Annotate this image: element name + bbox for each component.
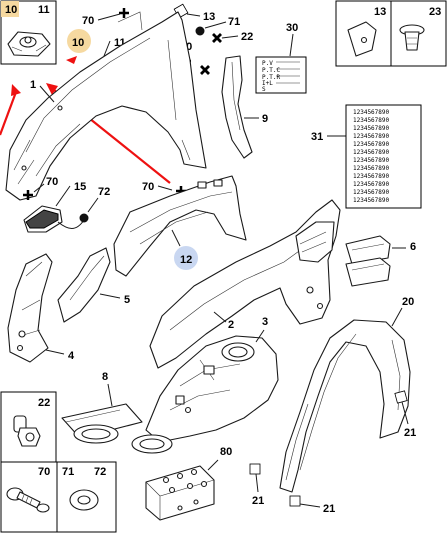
callout-10-highlight: 10 [66,29,91,64]
svg-text:1234567890: 1234567890 [353,109,390,116]
svg-text:3: 3 [262,316,268,328]
part-15-bracket: 70 15 72 [23,176,110,233]
svg-text:12: 12 [180,254,192,266]
part-4-lower-panel: 4 [7,253,75,363]
svg-text:1234567890: 1234567890 [353,165,390,172]
svg-text:1234567890: 1234567890 [353,125,390,132]
svg-text:1234567890: 1234567890 [353,133,390,140]
svg-text:S: S [262,86,266,93]
label-plate-30: 30 P.V P.T.C P.T.R I+L S [255,22,307,94]
svg-text:15: 15 [74,181,86,193]
svg-text:6: 6 [410,241,416,253]
svg-text:72: 72 [98,186,110,198]
svg-text:4: 4 [68,350,75,362]
legend-box-22: 22 [0,391,57,463]
svg-text:70: 70 [38,466,50,478]
bolt-70-illustration [6,487,50,513]
inset-callout-10: 10 [5,4,17,16]
svg-text:1234567890: 1234567890 [353,189,390,196]
svg-text:72: 72 [94,466,106,478]
part-12-inner-panel: 12 [113,175,247,277]
part-2-body-rail: 2 [149,199,341,369]
svg-text:P.V: P.V [262,60,273,67]
svg-text:P.T.C: P.T.C [262,67,280,74]
part-8-seal-plate: 8 [61,371,173,454]
svg-text:70: 70 [142,181,154,193]
svg-text:1234567890: 1234567890 [353,141,390,148]
svg-text:10: 10 [72,37,84,49]
washer-71-72-illustration [69,489,99,511]
svg-text:71: 71 [62,466,74,478]
svg-text:22: 22 [38,397,50,409]
bracket-part-illustration [7,31,51,57]
plug-icon [195,26,205,36]
clip-icon [212,33,222,43]
callout-70-center: 70 [142,181,186,196]
svg-text:80: 80 [220,446,232,458]
svg-text:31: 31 [311,131,323,143]
svg-text:P.T.R: P.T.R [262,74,280,81]
part-80-fastener-block: 80 [145,446,232,521]
svg-text:8: 8 [102,371,108,383]
plug-icon [79,213,89,223]
svg-text:1234567890: 1234567890 [353,181,390,188]
callout-1: 1 [30,79,36,91]
inset-callout-11: 11 [38,4,50,16]
svg-text:11: 11 [114,37,126,49]
part-3-wheelhouse: 3 [145,316,279,443]
svg-text:21: 21 [252,495,264,507]
svg-text:1234567890: 1234567890 [353,117,390,124]
svg-text:21: 21 [323,503,335,515]
legend-box-70-71-72: 70 71 72 [0,461,117,533]
svg-text:I+L: I+L [262,80,273,87]
svg-text:1234567890: 1234567890 [353,173,390,180]
part-9-pillar-trim: 9 [221,55,268,159]
svg-text:20: 20 [402,296,414,308]
callouts-21-bottom: 21 21 [249,463,335,515]
svg-text:9: 9 [262,113,268,125]
svg-text:1234567890: 1234567890 [353,149,390,156]
svg-text:21: 21 [404,427,416,439]
svg-text:71: 71 [228,16,240,28]
inset-box-10-11: 10 11 [0,0,57,65]
label-plate-31: 31 1234567890 1234567890 1234567890 1234… [311,104,422,209]
svg-text:70: 70 [46,176,58,188]
part-6-brackets: 6 [345,235,416,287]
svg-text:5: 5 [124,294,130,306]
svg-text:23: 23 [429,6,441,18]
legend-box-13-23: 13 23 [335,0,447,67]
fastener-icon [119,8,129,18]
svg-text:22: 22 [241,31,253,43]
part-20-arch-liner: 20 21 [279,296,416,493]
svg-text:30: 30 [286,22,298,34]
svg-text:1234567890: 1234567890 [353,197,390,204]
part-1-fender: 1 [5,11,207,201]
svg-text:13: 13 [374,6,386,18]
svg-text:70: 70 [82,15,94,27]
clip-nut-22-illustration [13,415,41,447]
svg-text:2: 2 [228,319,234,331]
push-clip-23-illustration [399,24,425,51]
part-5-pillar-bracket: 5 [57,247,130,323]
svg-text:1234567890: 1234567890 [353,157,390,164]
svg-text:13: 13 [203,11,215,23]
